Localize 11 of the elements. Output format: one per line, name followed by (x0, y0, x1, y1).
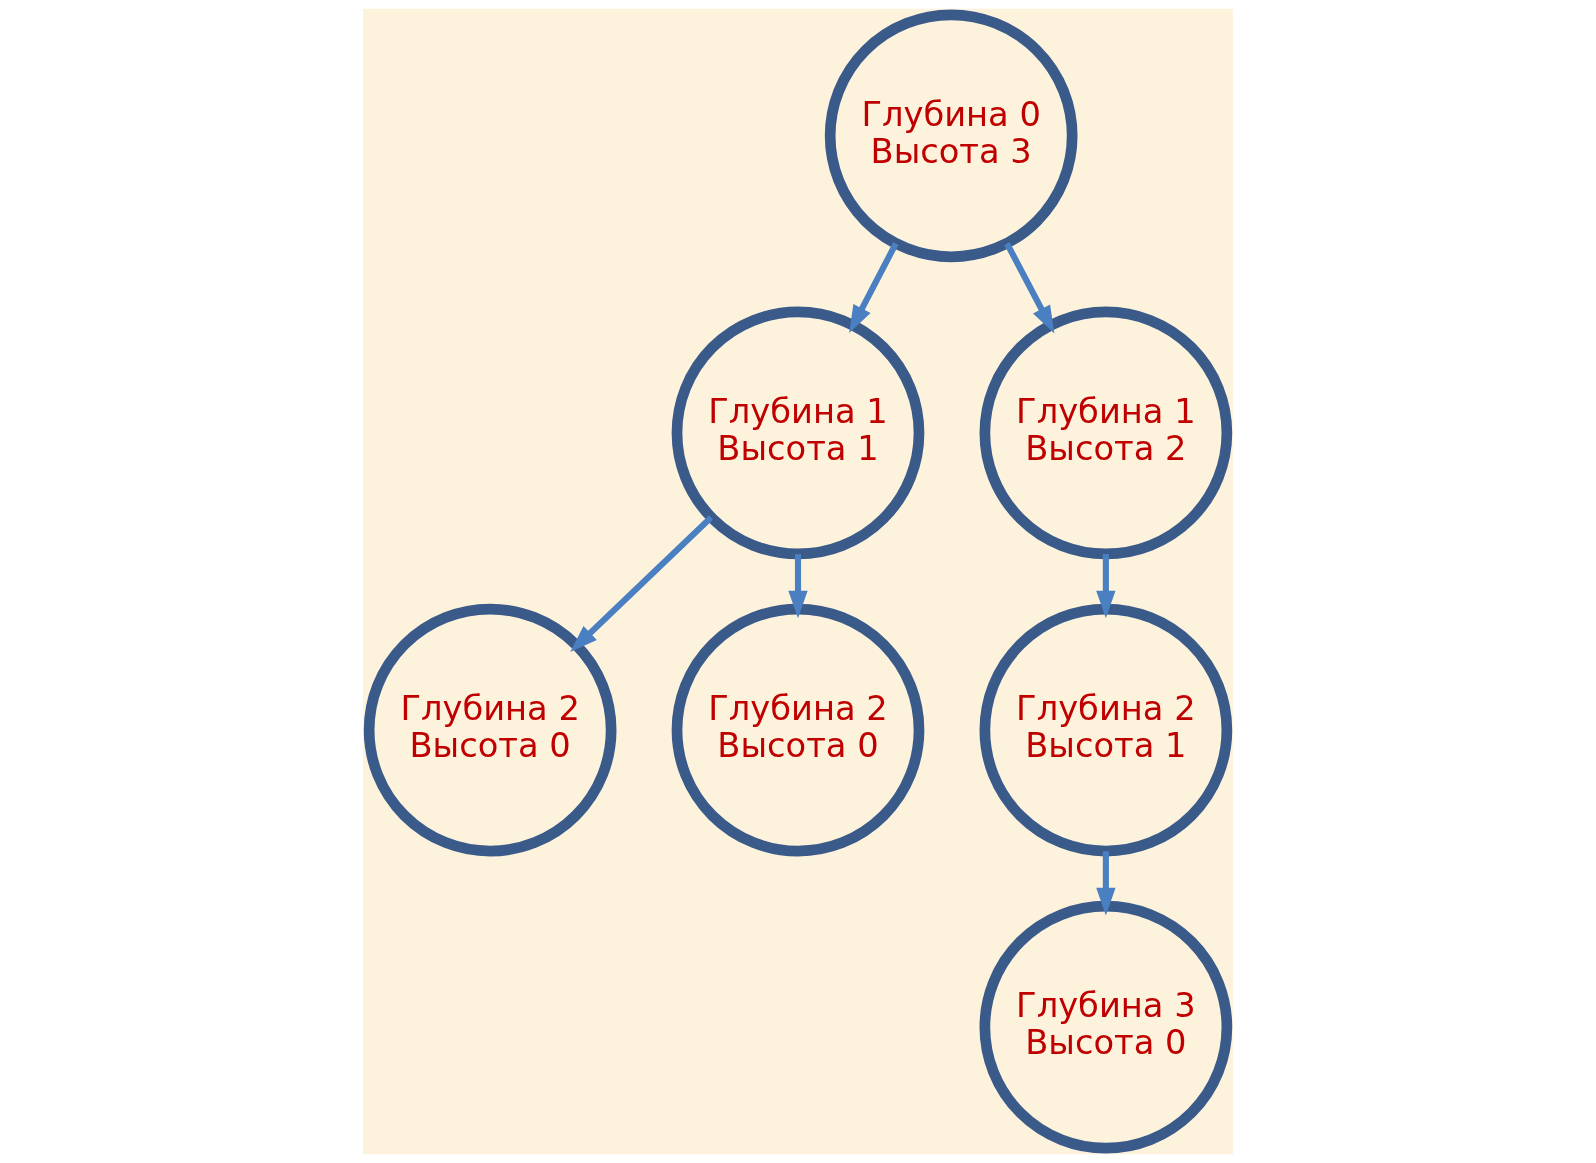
arrow (1004, 242, 1055, 334)
node-circle: Глубина 0 Высота 3 (824, 9, 1078, 263)
arrow (788, 554, 808, 619)
node-circle: Глубина 2 Высота 0 (671, 603, 925, 857)
arrow (1096, 554, 1116, 619)
node-circle: Глубина 2 Высота 1 (979, 603, 1233, 857)
arrow (1096, 851, 1116, 916)
arrow (849, 242, 899, 334)
node-circle: Глубина 3 Высота 0 (979, 900, 1233, 1154)
arrow (570, 515, 714, 653)
node-circle: Глубина 2 Высота 0 (363, 603, 617, 857)
